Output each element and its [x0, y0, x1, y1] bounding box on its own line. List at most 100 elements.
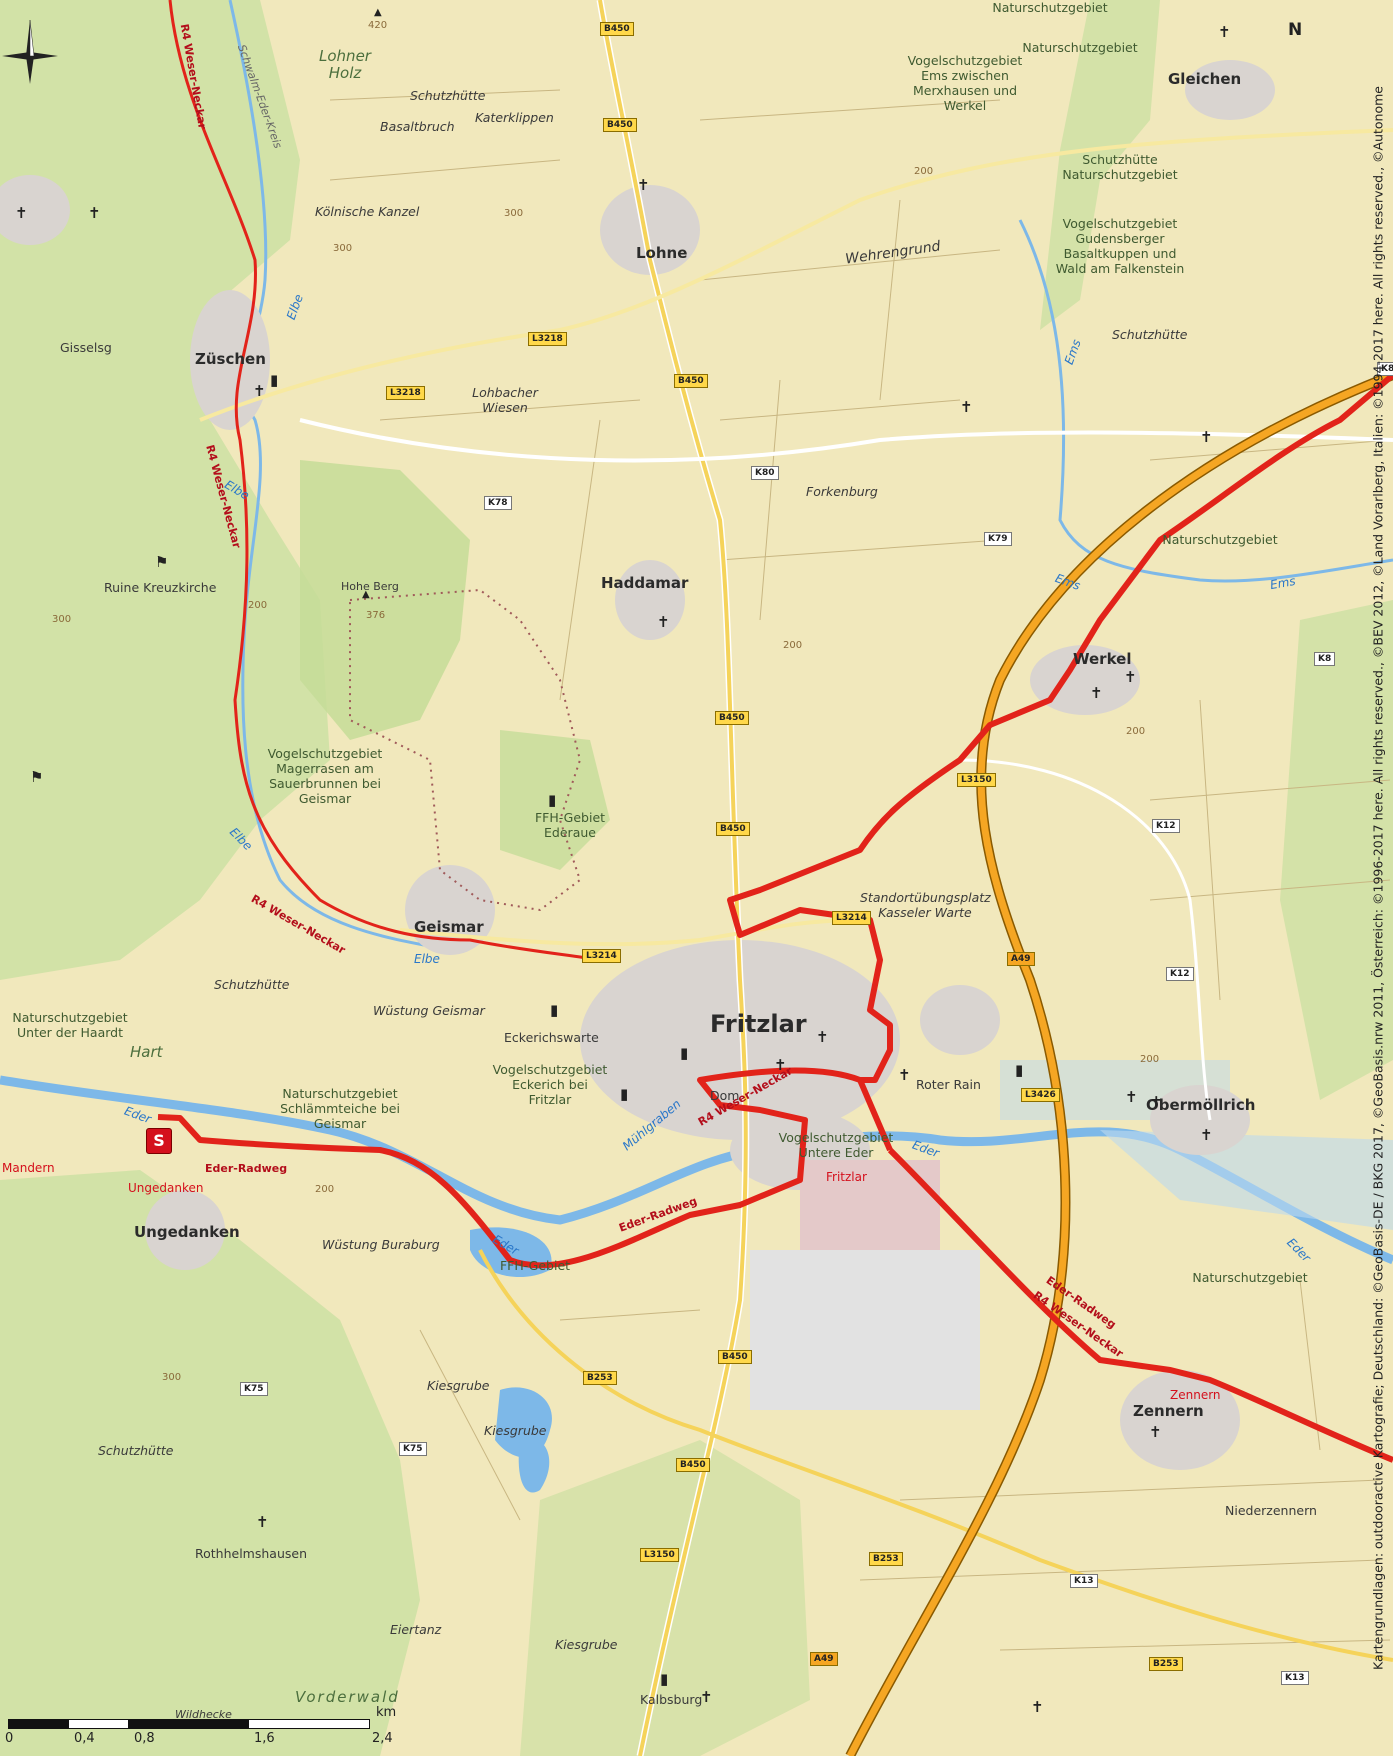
place-zennern[interactable]: Zennern [1133, 1402, 1204, 1420]
place-fritzlar[interactable]: Fritzlar [710, 1010, 807, 1038]
town-zennern [1120, 1370, 1240, 1470]
feature-vorderwald: Vorderwald [295, 1688, 400, 1706]
road-shield-k8: K8 [1314, 652, 1336, 666]
feature-hohe-berg: Hohe Berg [341, 580, 399, 593]
river-ems [1018, 219, 1393, 583]
place-ungedanken[interactable]: Ungedanken [134, 1223, 240, 1241]
church-icon: ✝ [816, 1028, 829, 1046]
road-l3218 [199, 128, 1393, 422]
motorway-a49-core [846, 371, 1393, 1756]
place-geismar[interactable]: Geismar [414, 918, 484, 936]
church-icon: ✝ [253, 382, 266, 400]
church-icon: ✝ [1124, 668, 1137, 686]
scale-bar: 0 0,4 0,8 1,6 2,4 km [5, 1705, 396, 1753]
town-roter-rain [920, 985, 1000, 1055]
area-ns-top: Naturschutzgebiet [992, 0, 1108, 15]
road-shield-l3426: L3426 [1021, 1088, 1060, 1102]
church-icon: ✝ [1031, 1698, 1044, 1716]
place-kalbsburg: Kalbsburg [640, 1692, 703, 1707]
scale-tick-label: 0,8 [134, 1731, 155, 1746]
road-shield-b450: B450 [603, 118, 637, 132]
feature-eiertanz: Eiertanz [390, 1622, 442, 1637]
feature-basaltbruch: Basaltbruch [380, 119, 455, 134]
area-schutz-ns-right: Schutzhütte Naturschutzgebiet [1062, 152, 1178, 182]
place-werkel[interactable]: Werkel [1073, 650, 1132, 668]
feature-kiesgrube-3: Kiesgrube [555, 1637, 618, 1652]
town-ungedanken [145, 1190, 225, 1270]
road-shield-b253: B253 [583, 1371, 617, 1385]
elevation-label: 300 [504, 208, 524, 219]
north-arrow-icon [2, 19, 58, 84]
feature-schutzhuette-low: Schutzhütte [98, 1443, 174, 1458]
elevation-label: 200 [1140, 1054, 1160, 1065]
church-icon: ✝ [15, 204, 28, 222]
church-icon: ✝ [1149, 1423, 1162, 1441]
north-label: N [1288, 20, 1303, 40]
route-main-south [887, 1147, 1393, 1463]
elevation-label: 300 [333, 243, 353, 254]
place-gleichen[interactable]: Gleichen [1168, 70, 1242, 88]
route-start-marker[interactable]: S [146, 1128, 172, 1154]
church-icon: ✝ [1150, 1093, 1163, 1111]
route-label-eder-radweg: Eder-Radweg [205, 1162, 288, 1175]
road-shield-a49: A49 [810, 1652, 838, 1666]
forest-area [0, 1170, 420, 1756]
church-icon: ✝ [256, 1513, 269, 1531]
area-ffh-ederaue: FFH-Gebiet Ederaue [534, 810, 606, 840]
road-shield-k8-edge: K8 [1377, 362, 1393, 376]
road-shield-k79: K79 [984, 532, 1012, 546]
wetland [1100, 1130, 1393, 1230]
place-lohne[interactable]: Lohne [636, 244, 688, 262]
scale-segment [248, 1719, 370, 1729]
place-mandern-station: Mandern [2, 1161, 55, 1175]
area-ffh-gebiet: FFH-Gebiet [499, 1258, 571, 1273]
feature-forkenburg: Forkenburg [806, 484, 878, 499]
church-icon: ✝ [700, 1688, 713, 1706]
road-shield-b450: B450 [600, 22, 634, 36]
map-copyright: Kartengrundlagen: outdooractive Kartogra… [1370, 85, 1386, 1671]
road-shield-b253: B253 [869, 1552, 903, 1566]
place-roter-rain: Roter Rain [916, 1077, 981, 1092]
road-shield-k13: K13 [1070, 1574, 1098, 1588]
river-elbe [228, 0, 451, 952]
church-icon: ✝ [898, 1066, 911, 1084]
forest-area [1040, 0, 1160, 330]
forest-area [0, 0, 330, 980]
tower-icon: ▮ [660, 1670, 669, 1688]
scale-segment [68, 1719, 130, 1729]
forest-area [300, 460, 470, 740]
place-zennern-station: Zennern [1170, 1388, 1221, 1402]
feature-wildhecke: Wildhecke [175, 1708, 232, 1721]
route-r4 [168, 0, 601, 962]
church-icon: ✝ [1200, 428, 1213, 446]
road-shield-b450: B450 [676, 1458, 710, 1472]
scale-segment [8, 1719, 70, 1729]
area-ns-top2: Naturschutzgebiet [1022, 40, 1138, 55]
place-haddamar[interactable]: Haddamar [601, 574, 689, 592]
church-icon: ✝ [657, 613, 670, 631]
place-fritzlar-station: Fritzlar [826, 1170, 867, 1184]
ruin-icon: ⚑ [155, 553, 169, 571]
road-shield-k75: K75 [240, 1382, 268, 1396]
area-ns-haardt: Naturschutzgebiet Unter der Haardt [12, 1010, 128, 1040]
airfield [750, 1250, 980, 1410]
tower-icon: ▮ [548, 791, 557, 809]
area-vs-eckerich: Vogelschutzgebiet Eckerich bei Fritzlar [492, 1062, 608, 1107]
area-ns-schlamm: Naturschutzgebiet Schlämmteiche bei Geis… [280, 1086, 400, 1131]
church-icon: ✝ [774, 1056, 787, 1074]
place-zueschen[interactable]: Züschen [195, 350, 266, 368]
road-shield-k12: K12 [1152, 819, 1180, 833]
town-lohne [600, 185, 700, 275]
church-icon: ✝ [88, 204, 101, 222]
road-shield-b450: B450 [718, 1350, 752, 1364]
scale-tick-label: 2,4 [372, 1731, 393, 1746]
place-obermoellrich[interactable]: Obermöllrich [1146, 1096, 1256, 1114]
feature-kiesgrube-1: Kiesgrube [427, 1378, 490, 1393]
town-werkel [1030, 645, 1140, 715]
road-b450-core [598, 0, 748, 1756]
church-icon: ✝ [637, 176, 650, 194]
feature-lohbacher: Lohbacher Wiesen [472, 385, 538, 415]
industrial-area [800, 1160, 940, 1250]
tower-icon: ▮ [270, 371, 279, 389]
